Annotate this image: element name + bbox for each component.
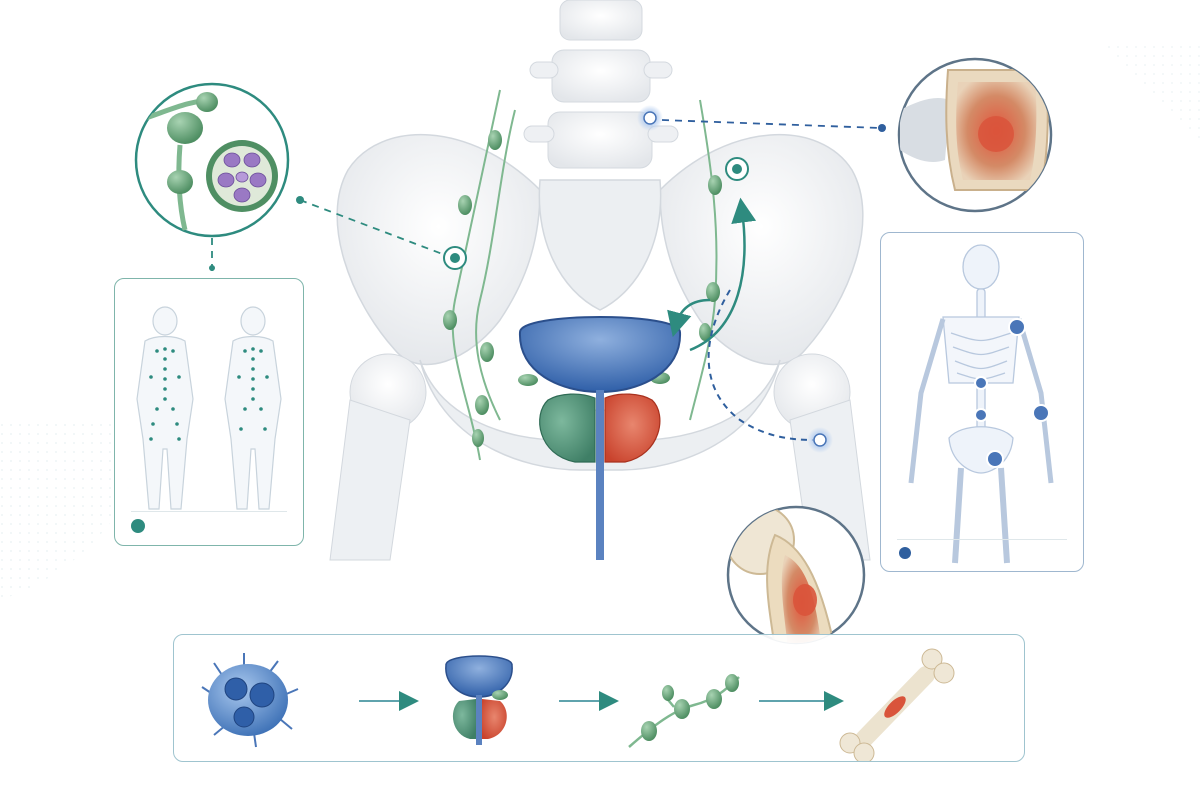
skeleton-figure bbox=[908, 244, 1054, 564]
ribcage bbox=[942, 316, 1020, 384]
skeleton-panel bbox=[880, 232, 1084, 572]
long-bone-metastasis-icon bbox=[839, 648, 955, 764]
lymph-chain-icon bbox=[628, 674, 740, 748]
legend-divider bbox=[897, 539, 1067, 540]
femur-metastasis-icon bbox=[726, 505, 866, 645]
connector-lines bbox=[209, 119, 886, 275]
urethra bbox=[596, 390, 604, 560]
prostate-tumor-icon bbox=[445, 655, 513, 745]
right-leg bbox=[998, 467, 1010, 564]
right-arm bbox=[1016, 318, 1054, 484]
spread-arrow-up bbox=[689, 197, 757, 352]
lumbar-spine bbox=[523, 0, 679, 169]
bone-spread-path bbox=[707, 289, 819, 441]
front-body-outline bbox=[136, 306, 194, 510]
body-lymph-map-figure bbox=[136, 306, 282, 510]
left-iliac-wing bbox=[336, 134, 541, 366]
left-arm bbox=[908, 318, 946, 484]
skeleton-pelvis bbox=[948, 426, 1014, 474]
sacrum bbox=[538, 179, 662, 311]
lymphatic-chain-left bbox=[451, 89, 516, 461]
skull bbox=[962, 244, 1000, 290]
lymph-node-cross-section-icon bbox=[134, 82, 290, 238]
flow-strip bbox=[201, 648, 955, 764]
spread-arrow-mid bbox=[667, 298, 711, 338]
vertebra-metastasis-icon bbox=[897, 57, 1053, 213]
skeleton-legend-dot bbox=[899, 547, 911, 559]
lymph-node-dots bbox=[149, 347, 269, 441]
lymph-map-panel bbox=[114, 278, 304, 546]
legend-divider bbox=[131, 511, 287, 512]
bladder bbox=[518, 316, 682, 394]
left-leg bbox=[952, 467, 964, 564]
highlight-markers bbox=[443, 105, 833, 453]
skeleton-metastasis-markers bbox=[974, 318, 1050, 468]
lymph-legend-dot bbox=[131, 519, 145, 533]
cancer-cell-icon bbox=[201, 653, 299, 748]
prostate-tumor-lobe bbox=[604, 393, 661, 463]
progression-flow-panel bbox=[173, 634, 1025, 764]
back-body-outline bbox=[224, 306, 282, 510]
prostate-left-lobe bbox=[539, 393, 596, 463]
right-iliac-wing bbox=[659, 134, 864, 366]
left-femur bbox=[329, 353, 427, 561]
pelvis-illustration bbox=[329, 0, 871, 561]
